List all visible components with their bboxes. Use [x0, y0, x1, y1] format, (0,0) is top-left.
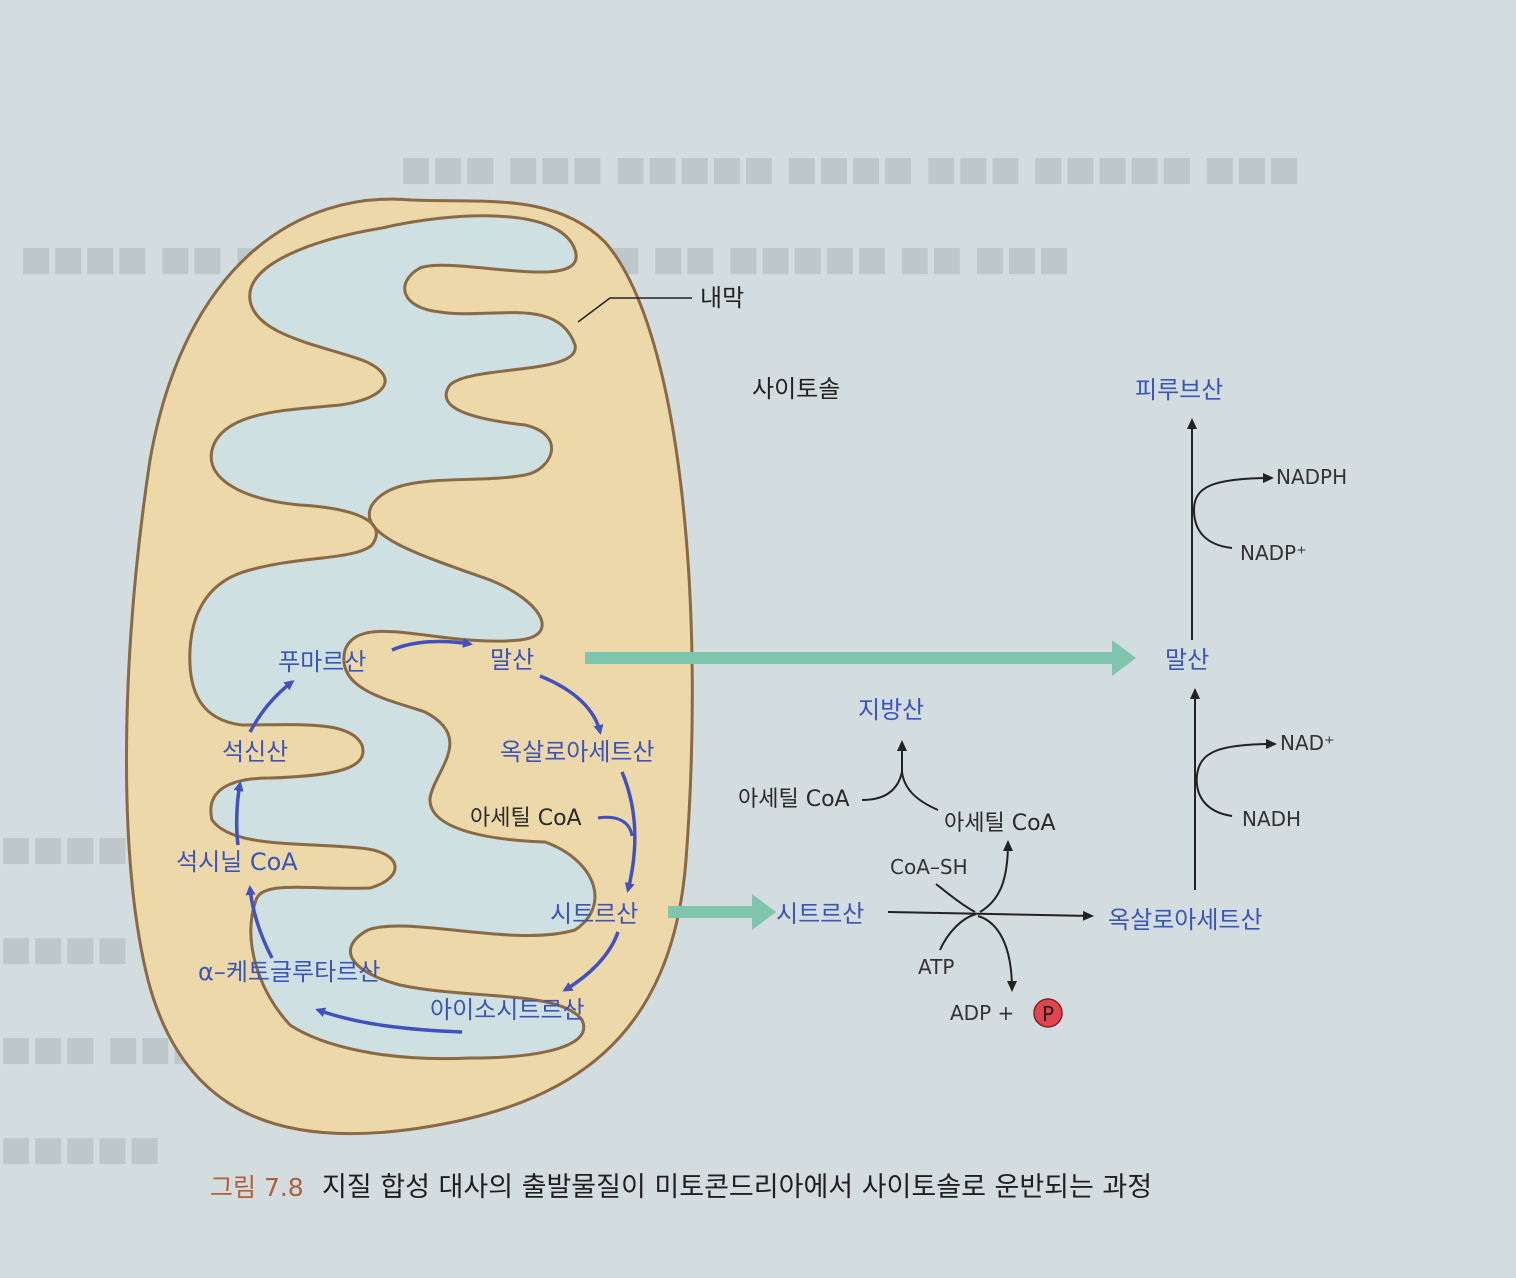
atp-input-curve — [939, 913, 977, 951]
arrow-fumarate-to-malate — [391, 637, 473, 652]
mitochondrion — [124, 197, 694, 1136]
isocitrate-label: 아이소시트르산 — [430, 996, 585, 1024]
arrow-citrate-to-oxaloacetate — [887, 910, 1094, 921]
succinate-label: 석신산 — [222, 738, 288, 766]
citric-acid-cycle: 푸마르산 말산 옥살로아세트산 아세틸 CoA 시트르산 아이소시트르산 α–케… — [176, 637, 655, 1034]
inner-membrane-label: 내막 — [700, 284, 744, 312]
acetyl-coa-entry — [597, 815, 634, 837]
nad-plus-label: NAD⁺ — [1280, 731, 1335, 755]
svg-text:■■■■■: ■■■■■ — [0, 1129, 161, 1169]
cytosol-pathway: 시트르산 옥살로아세트산 말산 피루브산 지방산 아세틸 CoA 아세틸 CoA… — [738, 376, 1347, 1028]
nadh-label: NADH — [1242, 807, 1301, 831]
adp-output — [977, 915, 1017, 992]
arrow-succinyl-coa-to-succinate — [233, 781, 244, 846]
coa-sh-label: CoA–SH — [890, 855, 968, 879]
figure-caption: 그림 7.8 지질 합성 대사의 출발물질이 미토콘드리아에서 사이토솔로 운반… — [210, 1172, 1152, 1203]
phosphate-label: P — [1042, 1002, 1054, 1026]
nadph-label: NADPH — [1276, 465, 1347, 489]
nadp-plus-label: NADP⁺ — [1240, 541, 1307, 565]
arrow-oxaloacetate-to-citrate — [620, 771, 637, 893]
phosphate-circle — [1033, 998, 1063, 1028]
svg-text:■■■ ■■■ ■■■■■ ■■■■ ■■■ ■■■■■ ■: ■■■ ■■■ ■■■■■ ■■■■ ■■■ ■■■■■ ■■■ — [400, 149, 1300, 189]
arrow-malate-to-oxaloacetate — [539, 674, 604, 735]
acetyl-coa-mito-label: 아세틸 CoA — [470, 806, 582, 831]
transport-arrows — [585, 640, 1136, 930]
fumarate-label: 푸마르산 — [278, 648, 366, 676]
inner-membrane-pointer — [577, 297, 611, 323]
alpha-ketoglutarate-label: α–케토글루타르산 — [198, 958, 380, 986]
atp-label: ATP — [918, 955, 954, 979]
acetyl-coa-output — [979, 840, 1013, 913]
arrow-alpha-kg-to-succinyl-coa — [245, 885, 274, 959]
malate-cyto-label: 말산 — [1165, 646, 1209, 674]
fatty-acid-synthesis-right — [901, 771, 939, 811]
arrow-isocitrate-to-alpha-kg — [315, 1007, 463, 1034]
citrate-transport-head — [752, 894, 776, 930]
citrate-transport-shaft — [668, 906, 758, 918]
nadh-nad-curve — [1195, 739, 1277, 817]
arrow-citrate-to-isocitrate — [562, 931, 620, 992]
fatty-acid-label: 지방산 — [858, 696, 924, 724]
pyruvate-label: 피루브산 — [1135, 376, 1223, 404]
coa-sh-input-curve — [935, 883, 976, 913]
succinyl-coa-label: 석시닐 CoA — [176, 848, 298, 876]
cytosol-label: 사이토솔 — [752, 375, 840, 403]
fatty-acid-synthesis-left — [861, 771, 903, 801]
adp-p-label: ADP + — [950, 1001, 1014, 1025]
oxaloacetate-mito-label: 옥살로아세트산 — [500, 738, 655, 766]
acetyl-coa-left-label: 아세틸 CoA — [738, 787, 850, 812]
caption-number: 그림 7.8 — [210, 1173, 304, 1202]
citrate-cyto-label: 시트르산 — [776, 900, 864, 928]
oxaloacetate-cyto-label: 옥살로아세트산 — [1108, 906, 1263, 934]
arrow-succinate-to-fumarate — [248, 680, 295, 733]
citrate-mito-label: 시트르산 — [550, 900, 638, 928]
inner-membrane-matrix — [188, 214, 597, 1061]
acetyl-coa-right-label: 아세틸 CoA — [944, 811, 1056, 836]
malate-mito-label: 말산 — [490, 646, 534, 674]
malate-transport-shaft — [585, 652, 1115, 664]
malate-transport-head — [1112, 640, 1136, 676]
caption-text: 지질 합성 대사의 출발물질이 미토콘드리아에서 사이토솔로 운반되는 과정 — [322, 1172, 1152, 1203]
nadp-nadph-curve — [1192, 473, 1274, 549]
